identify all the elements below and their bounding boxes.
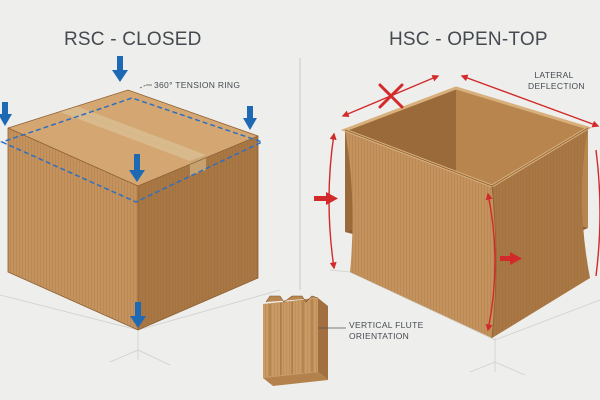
hsc-panel-title: HSC - OPEN-TOP	[389, 29, 548, 50]
flute-orientation-line-2: ORIENTATION	[349, 331, 410, 341]
lateral-deflection-line-2: DEFLECTION	[528, 81, 585, 91]
lateral-deflection-line-1: LATERAL	[534, 70, 574, 80]
rsc-closed-box	[0, 89, 264, 331]
down-arrow-icon	[130, 302, 146, 328]
right-bulge-arc	[595, 149, 600, 277]
hsc-open-box	[340, 86, 592, 339]
down-arrow-icon	[129, 154, 145, 182]
flute-orientation-label: VERTICAL FLUTE ORIENTATION	[349, 320, 424, 342]
down-arrow-icon	[243, 106, 257, 130]
lateral-deflection-label: LATERAL DEFLECTION	[528, 70, 585, 92]
down-arrow-icon	[0, 102, 12, 126]
right-arrow-icon	[314, 192, 338, 205]
tension-ring-outline	[0, 97, 264, 203]
flute-orientation-line-1: VERTICAL FLUTE	[349, 320, 424, 330]
packing-tape	[60, 106, 206, 161]
floor-guides	[0, 269, 600, 376]
tension-ring-label: 360° TENSION RING	[154, 80, 241, 90]
deflection-indicators	[328, 74, 600, 332]
x-mark-icon	[378, 83, 404, 109]
right-arrow-icon	[500, 252, 522, 265]
rsc-panel-title: RSC - CLOSED	[64, 29, 202, 50]
flute-cross-section	[263, 295, 328, 386]
center-bulge-arc	[485, 192, 496, 332]
lateral-span-arrow	[460, 74, 600, 128]
down-arrow-icon	[112, 56, 128, 82]
